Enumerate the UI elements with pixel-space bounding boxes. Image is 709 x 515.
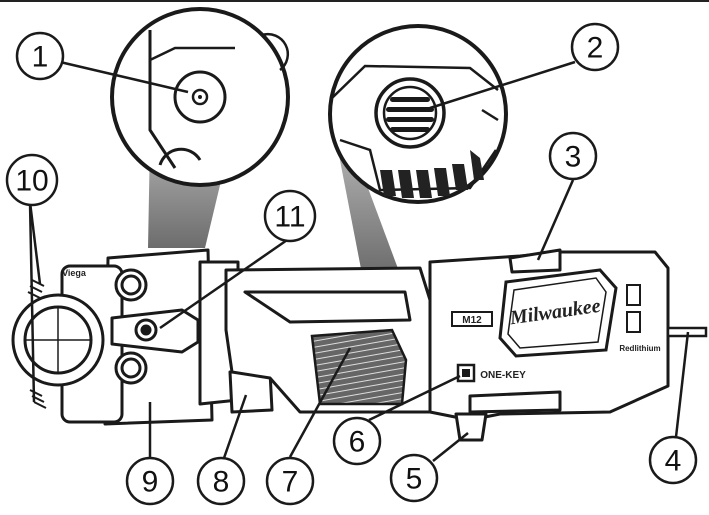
model-badge xyxy=(451,311,493,327)
callout-label-9: 9 xyxy=(142,466,159,499)
callout-5: 5 xyxy=(389,453,439,503)
zoom-beam-2 xyxy=(338,150,400,274)
callout-label-7: 7 xyxy=(282,466,299,499)
tech-badge: ONE-KEY xyxy=(480,370,526,381)
callout-10: 10 xyxy=(5,153,59,207)
callout-label-4: 4 xyxy=(665,445,682,478)
rotation-dial xyxy=(27,279,47,409)
callout-3: 3 xyxy=(548,131,598,181)
brand-plate: Milwaukee xyxy=(498,268,618,358)
callout-label-11: 11 xyxy=(274,201,305,234)
model-badge-text: M12 xyxy=(462,315,482,326)
rear-vent-lower xyxy=(626,311,641,333)
battery-label: Redlithium xyxy=(619,344,660,353)
callout-1: 1 xyxy=(15,31,65,81)
callout-2: 2 xyxy=(570,22,620,72)
callout-label-10: 10 xyxy=(15,165,48,198)
callout-7: 7 xyxy=(265,456,315,506)
leader-lines xyxy=(28,60,690,462)
callout-label-6: 6 xyxy=(349,426,366,459)
callout-4: 4 xyxy=(648,435,698,485)
callout-6: 6 xyxy=(332,416,382,466)
grip-pad xyxy=(310,328,408,406)
callout-label-3: 3 xyxy=(565,141,582,174)
zoom-detail-2 xyxy=(328,24,508,204)
head-brand: Viega xyxy=(62,268,87,278)
callout-9: 9 xyxy=(125,456,175,506)
callout-label-1: 1 xyxy=(32,41,49,74)
callout-label-8: 8 xyxy=(213,466,230,499)
callout-label-2: 2 xyxy=(587,32,604,65)
callout-11: 11 xyxy=(263,189,317,243)
zoom-detail-1 xyxy=(110,7,290,187)
callout-8: 8 xyxy=(196,456,246,506)
callout-label-5: 5 xyxy=(406,463,423,496)
rear-vent-upper xyxy=(626,284,641,306)
